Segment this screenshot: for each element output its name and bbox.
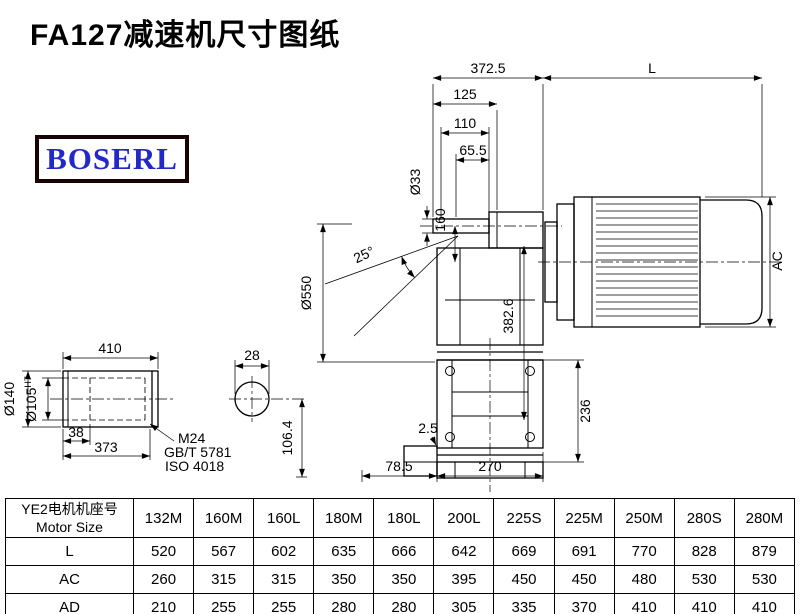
dim-value-cell: 770: [613, 537, 675, 566]
dim-value-cell: 691: [553, 537, 615, 566]
size-header-cell: 225M: [553, 498, 615, 538]
dim-value-cell: 350: [313, 565, 375, 594]
dim-value-cell: 255: [253, 593, 315, 614]
dim-value-cell: 370: [553, 593, 615, 614]
dim-value-cell: 450: [553, 565, 615, 594]
dim-value-cell: 255: [193, 593, 255, 614]
shaft-section-detail: 28 106.4: [229, 347, 307, 478]
dim-value-cell: 410: [673, 593, 735, 614]
gearbox-outline: [403, 211, 562, 492]
dim-value-cell: 210: [132, 593, 195, 614]
motor-size-table: YE2电机机座号 Motor Size 132M 160M 160L 180M …: [5, 498, 796, 614]
dim-value-cell: 530: [733, 565, 796, 594]
dim-value-cell: 450: [493, 565, 555, 594]
dim-dia-105-h7: Ø105H7: [23, 376, 39, 422]
row-label-cell: L: [5, 537, 134, 566]
dim-value-cell: 315: [253, 565, 315, 594]
dim-value-cell: 828: [673, 537, 735, 566]
brand-logo: BOSERL: [35, 135, 189, 183]
dim-value-cell: 280: [313, 593, 375, 614]
size-header-cell: 160L: [253, 498, 315, 538]
dim-value-cell: 480: [613, 565, 675, 594]
dim-dia-550: Ø550: [298, 276, 314, 310]
dim-value-cell: 335: [493, 593, 555, 614]
dim-value-cell: 635: [313, 537, 375, 566]
dim-value-cell: 280: [373, 593, 435, 614]
dim-25-deg: 25°: [351, 243, 377, 266]
dim-236: 236: [577, 399, 593, 423]
table-row-AD: AD 210 255 255 280 280 305 335 370 410 4…: [5, 593, 796, 614]
table-row-AC: AC 260 315 315 350 350 395 450 450 480 5…: [5, 565, 796, 594]
dim-value-cell: 567: [193, 537, 255, 566]
shaft-detail: 410 Ø140 Ø105H7 38 373 M24 GB/T 5781 ISO…: [1, 340, 232, 474]
note-gbt-5781: GB/T 5781: [164, 444, 232, 460]
dim-value-cell: 642: [433, 537, 495, 566]
table-header-row: YE2电机机座号 Motor Size 132M 160M 160L 180M …: [5, 498, 796, 538]
dim-value-cell: 315: [193, 565, 255, 594]
motor-outline: [538, 196, 782, 328]
dim-dia-140: Ø140: [1, 382, 17, 416]
dim-160: 160: [432, 208, 448, 232]
dim-125: 125: [453, 86, 477, 102]
dim-38: 38: [68, 424, 84, 440]
dim-373: 373: [94, 439, 118, 455]
dim-value-cell: 305: [433, 593, 495, 614]
dim-value-cell: 530: [673, 565, 735, 594]
dim-dia-105-tolerance: H7: [23, 376, 33, 388]
dim-value-cell: 669: [493, 537, 555, 566]
dim-dia-33: Ø33: [407, 169, 423, 196]
left-dimensions: Ø33 160 25° Ø550: [298, 169, 459, 363]
size-header-cell: 225S: [493, 498, 555, 538]
dim-65-5: 65.5: [459, 142, 486, 158]
header-en: Motor Size: [36, 519, 103, 535]
dim-value-cell: 410: [613, 593, 675, 614]
dim-2-5: 2.5: [418, 420, 438, 436]
dim-value-cell: 395: [433, 565, 495, 594]
dim-value-cell: 260: [132, 565, 195, 594]
top-dimensions: 372.5 L 125 110 65.5: [432, 60, 763, 217]
dim-78-5: 78.5: [385, 458, 412, 474]
dim-value-cell: 666: [373, 537, 435, 566]
table-row-L: L 520 567 602 635 666 642 669 691 770 82…: [5, 537, 796, 566]
page-title: FA127减速机尺寸图纸: [30, 19, 341, 52]
header-cn: YE2电机机座号: [21, 501, 118, 517]
note-iso-4018: ISO 4018: [165, 458, 224, 474]
dim-dia-105: Ø105: [23, 387, 39, 421]
dim-110: 110: [454, 115, 477, 131]
dim-value-cell: 520: [132, 537, 195, 566]
dim-value-cell: 350: [373, 565, 435, 594]
dim-372-5: 372.5: [470, 60, 505, 76]
size-header-cell: 132M: [132, 498, 195, 538]
bottom-dimensions: 78.5 270 2.5: [361, 420, 544, 482]
size-header-cell: 160M: [193, 498, 255, 538]
dim-value-cell: 602: [253, 537, 315, 566]
dim-270: 270: [478, 458, 502, 474]
row-label-cell: AD: [5, 593, 134, 614]
dim-AC: AC: [769, 251, 785, 270]
size-header-cell: 280S: [673, 498, 735, 538]
dim-value-cell: 879: [733, 537, 796, 566]
dim-106-4: 106.4: [279, 420, 295, 455]
size-header-cell: 200L: [433, 498, 495, 538]
dim-382-6: 382.6: [500, 298, 516, 333]
dim-L: L: [648, 60, 656, 76]
size-header-cell: 180M: [313, 498, 375, 538]
size-header-cell: 280M: [733, 498, 796, 538]
row-label-cell: AC: [5, 565, 134, 594]
size-header-cell: 180L: [373, 498, 435, 538]
note-m24: M24: [178, 430, 205, 446]
technical-drawing: 372.5 L 125 110 65.5 Ø33 160 25°: [1, 60, 785, 492]
dim-value-cell: 410: [733, 593, 796, 614]
dim-28: 28: [244, 347, 260, 363]
table-corner-header: YE2电机机座号 Motor Size: [5, 498, 134, 538]
right-dimensions: 382.6 AC 236: [500, 196, 785, 463]
brand-logo-text: BOSERL: [46, 141, 178, 176]
size-header-cell: 250M: [613, 498, 675, 538]
dim-410: 410: [98, 340, 122, 356]
